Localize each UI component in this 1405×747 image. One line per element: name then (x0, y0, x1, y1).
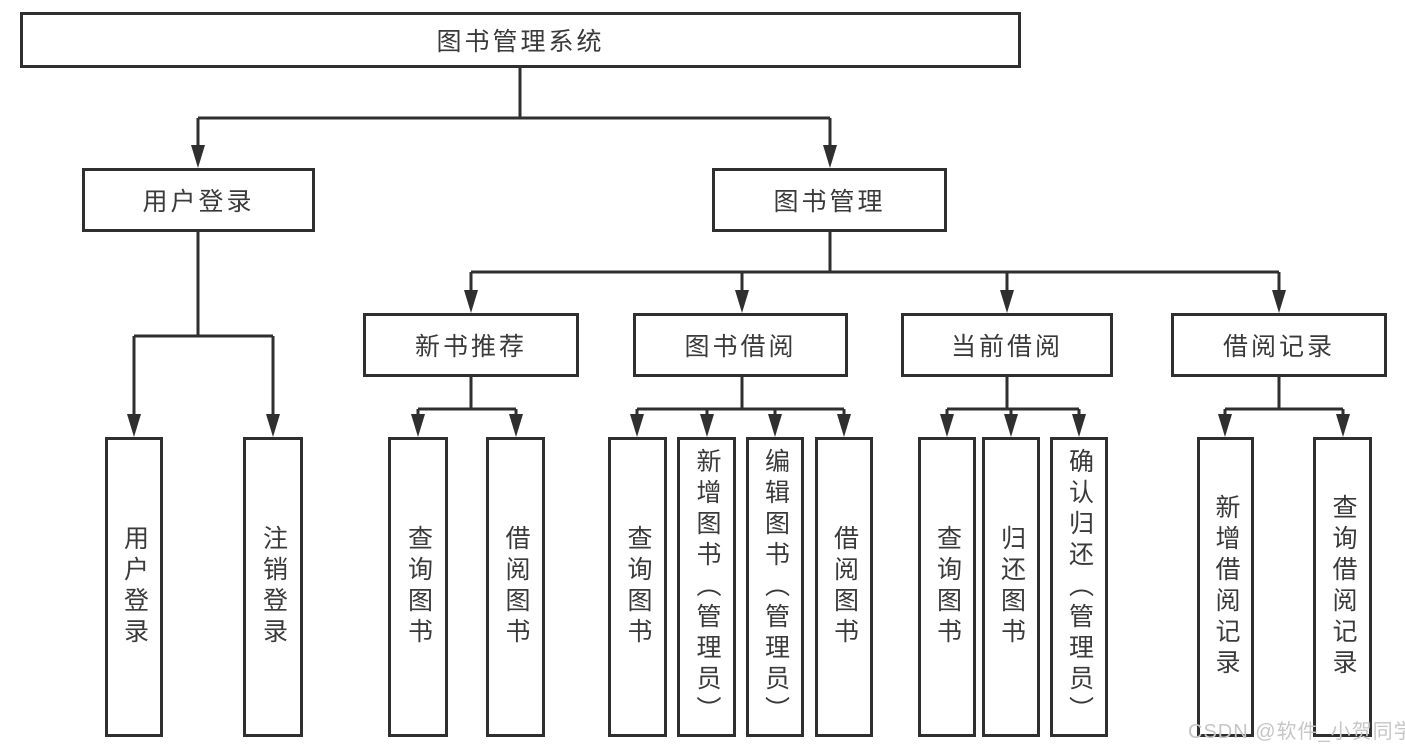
node-label: 新增图书（管理员） (693, 447, 721, 727)
leaf-query-books-borrowing: 查询图书 (608, 437, 667, 737)
arrowhead (1000, 290, 1014, 313)
leaf-add-book-admin: 新增图书（管理员） (677, 437, 736, 737)
node-label: 注销登录 (259, 525, 288, 649)
node-label: 借阅图书 (830, 525, 859, 649)
arrowhead (837, 414, 851, 437)
arrowhead (700, 414, 714, 437)
edge-currentborrow-to-leaves (945, 377, 1081, 420)
arrowhead (127, 414, 141, 437)
edge-borrowrecords-to-leaves (1223, 377, 1345, 420)
node-new-book-recommendation: 新书推荐 (363, 313, 579, 377)
arrowhead (1004, 414, 1018, 437)
leaf-borrow-books-recommend: 借阅图书 (486, 437, 545, 737)
arrowhead (735, 290, 749, 313)
arrowhead (1336, 414, 1350, 437)
watermark: CSDN @软件_小贺同学 (1188, 721, 1405, 743)
edge-bookborrow-to-leaves (635, 377, 846, 420)
node-label: 图书管理系统 (436, 28, 605, 56)
node-label: 借阅图书 (502, 525, 530, 649)
arrowhead (630, 414, 644, 437)
leaf-query-books-current: 查询图书 (918, 437, 976, 737)
node-label: 查询图书 (933, 525, 962, 649)
node-label: 图书管理 (773, 188, 886, 216)
node-label: 归还图书 (997, 525, 1026, 649)
arrowhead (768, 414, 782, 437)
node-label: 新增借阅记录 (1212, 494, 1240, 680)
node-label: 用户登录 (142, 188, 255, 216)
node-borrowing-records: 借阅记录 (1171, 313, 1387, 377)
node-library-management-system: 图书管理系统 (20, 12, 1021, 68)
leaf-add-borrow-record: 新增借阅记录 (1197, 437, 1254, 737)
leaf-logout: 注销登录 (243, 437, 303, 737)
leaf-confirm-return-admin: 确认归还（管理员） (1050, 437, 1108, 737)
node-book-management: 图书管理 (712, 168, 947, 232)
arrowhead (1072, 414, 1086, 437)
node-current-borrowing: 当前借阅 (901, 313, 1113, 377)
node-label: 查询图书 (624, 525, 652, 649)
leaf-borrow-books-borrowing: 借阅图书 (815, 437, 873, 737)
arrowhead (266, 414, 280, 437)
edge-userlogin-to-leaves (132, 232, 275, 420)
arrowhead (1272, 290, 1286, 313)
node-label: 用户登录 (120, 525, 149, 649)
arrowhead (411, 414, 425, 437)
node-user-login: 用户登录 (82, 168, 315, 232)
node-label: 图书借阅 (684, 333, 797, 361)
node-label: 编辑图书（管理员） (761, 447, 790, 727)
arrowhead (1218, 414, 1232, 437)
node-label: 新书推荐 (414, 333, 527, 361)
leaf-query-borrow-record: 查询借阅记录 (1313, 437, 1372, 737)
leaf-return-books: 归还图书 (982, 437, 1040, 737)
arrowhead (823, 145, 837, 168)
node-label: 查询图书 (404, 525, 433, 649)
arrowhead (191, 145, 205, 168)
node-label: 当前借阅 (950, 333, 1063, 361)
leaf-query-books-recommend: 查询图书 (388, 437, 448, 737)
node-label: 查询借阅记录 (1329, 494, 1357, 680)
node-book-borrowing: 图书借阅 (633, 313, 848, 377)
leaf-edit-book-admin: 编辑图书（管理员） (746, 437, 804, 737)
arrowhead (464, 290, 478, 313)
leaf-user-login: 用户登录 (105, 437, 163, 737)
arrowhead (940, 414, 954, 437)
edge-bookmgmt-to-level3 (469, 232, 1281, 295)
arrowhead (509, 414, 523, 437)
edge-newbook-to-leaves (416, 377, 518, 420)
node-label: 确认归还（管理员） (1065, 447, 1094, 727)
edge-root-to-level2 (196, 68, 832, 150)
node-label: 借阅记录 (1222, 333, 1335, 361)
